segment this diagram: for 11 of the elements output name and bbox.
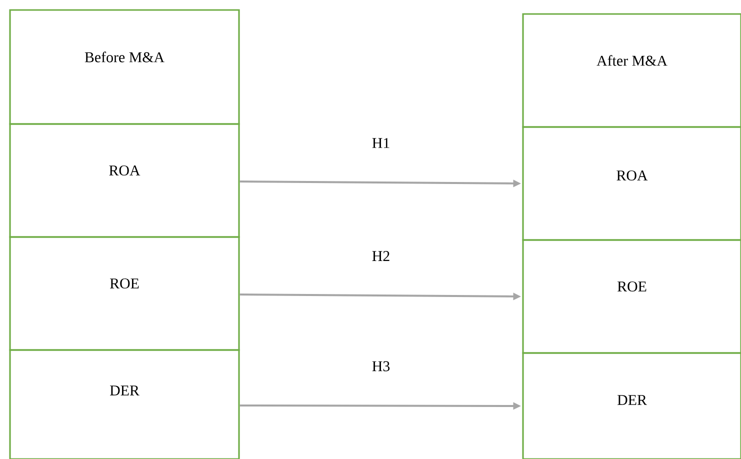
row-box: ROA <box>9 123 240 238</box>
edge-label: H2 <box>372 251 390 261</box>
row-box: DER <box>522 352 741 459</box>
row-box: Before M&A <box>9 9 240 125</box>
row-box: DER <box>9 349 240 459</box>
edge-label: H3 <box>372 361 390 372</box>
row-box: ROA <box>522 126 741 241</box>
edge-label: H1 <box>372 138 390 148</box>
row-box: ROE <box>9 236 240 351</box>
row-box: After M&A <box>522 13 741 128</box>
row-box: ROE <box>522 239 741 354</box>
